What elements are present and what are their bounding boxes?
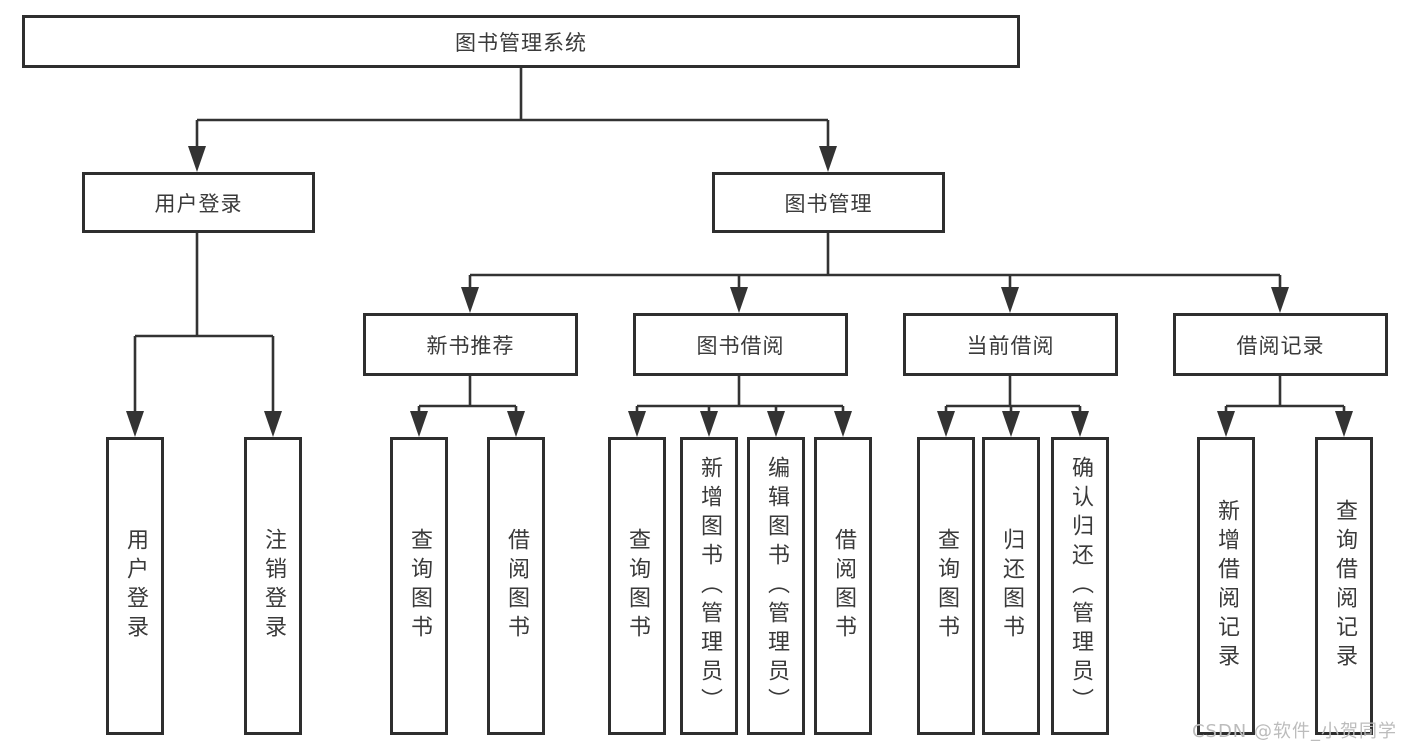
- node-label: 查询图书: [407, 528, 432, 644]
- node-label: 图书管理系统: [455, 30, 587, 55]
- connector-borrowing-records: [1217, 376, 1353, 437]
- node-new-book-recommend: 新书推荐: [363, 313, 578, 376]
- node-label: 借阅图书: [504, 528, 529, 644]
- connector-book-management: [461, 233, 1289, 313]
- node-label: 用户登录: [154, 191, 243, 216]
- node-label: 借阅记录: [1236, 333, 1325, 358]
- leaf-add-borrow-record: 新增借阅记录: [1197, 437, 1255, 735]
- watermark-text: CSDN @软件_小贺同学: [1191, 721, 1397, 742]
- node-label: 归还图书: [999, 528, 1024, 644]
- leaf-return-books: 归还图书: [982, 437, 1040, 735]
- leaf-logout: 注销登录: [244, 437, 302, 735]
- node-label: 查询图书: [934, 528, 959, 644]
- leaf-query-books-borrowing: 查询图书: [608, 437, 666, 735]
- node-book-borrowing: 图书借阅: [633, 313, 848, 376]
- node-label: 注销登录: [261, 528, 286, 644]
- node-label: 新增图书（管理员）: [697, 455, 722, 717]
- leaf-query-books-current: 查询图书: [917, 437, 975, 735]
- node-label: 查询借阅记录: [1332, 499, 1357, 673]
- connector-book-borrowing: [628, 376, 852, 437]
- node-library-system-root: 图书管理系统: [22, 15, 1020, 68]
- leaf-borrow-books-borrowing: 借阅图书: [814, 437, 872, 735]
- node-borrowing-records: 借阅记录: [1173, 313, 1388, 376]
- leaf-edit-books-admin: 编辑图书（管理员）: [747, 437, 805, 735]
- leaf-confirm-return-admin: 确认归还（管理员）: [1051, 437, 1109, 735]
- leaf-query-borrow-record: 查询借阅记录: [1315, 437, 1373, 735]
- node-label: 用户登录: [123, 528, 148, 644]
- connector-root: [188, 68, 837, 172]
- node-label: 确认归还（管理员）: [1068, 455, 1093, 717]
- leaf-borrow-books-recommend: 借阅图书: [487, 437, 545, 735]
- node-label: 新增借阅记录: [1214, 499, 1239, 673]
- node-label: 借阅图书: [831, 528, 856, 644]
- node-label: 图书借阅: [696, 333, 785, 358]
- connector-new-book-recommend: [410, 376, 525, 437]
- node-current-borrowing: 当前借阅: [903, 313, 1118, 376]
- connector-current-borrowing: [937, 376, 1089, 437]
- node-label: 当前借阅: [966, 333, 1055, 358]
- node-user-login: 用户登录: [82, 172, 315, 233]
- node-label: 图书管理: [784, 191, 873, 216]
- node-book-management: 图书管理: [712, 172, 945, 233]
- leaf-query-books-recommend: 查询图书: [390, 437, 448, 735]
- leaf-add-books-admin: 新增图书（管理员）: [680, 437, 738, 735]
- node-label: 编辑图书（管理员）: [764, 455, 789, 717]
- node-label: 查询图书: [625, 528, 650, 644]
- leaf-user-login: 用户登录: [106, 437, 164, 735]
- connector-user-login: [126, 233, 282, 437]
- node-label: 新书推荐: [426, 333, 515, 358]
